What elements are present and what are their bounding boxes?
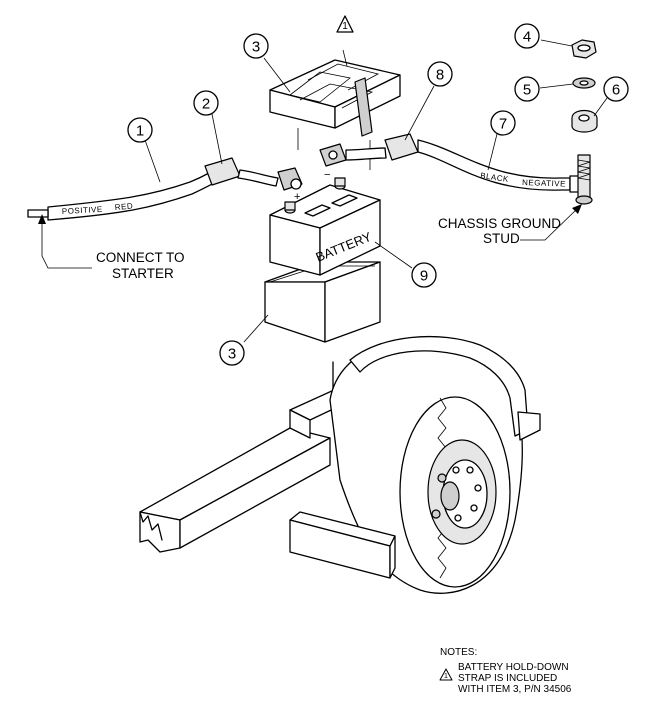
chassis-ground-label-line2: STUD [483, 231, 520, 246]
callout-8: 8 [427, 61, 453, 87]
black-cable-label: BLACK [480, 171, 510, 184]
callout-4: 4 [514, 23, 540, 49]
svg-text:1: 1 [342, 21, 348, 32]
callout-7: 7 [490, 110, 516, 136]
notes-line-2: STRAP IS INCLUDED [458, 673, 557, 684]
positive-cable-label: POSITIVE [62, 205, 103, 216]
connect-to-starter-callout: CONNECT TO STARTER [38, 214, 185, 281]
svg-text:1: 1 [136, 123, 144, 140]
callout-3-strap: 3 [243, 33, 269, 59]
svg-text:9: 9 [420, 268, 428, 285]
callout-1: 1 [127, 117, 153, 143]
battery-plus-sign: + [294, 191, 300, 203]
callout-3-box: 3 [219, 340, 245, 366]
callout-leaders [144, 39, 608, 343]
red-cable-label: RED [114, 201, 133, 212]
strap-note-triangle: 1 [336, 15, 354, 33]
notes-title: NOTES: [440, 647, 477, 658]
trailer-tire [329, 338, 523, 594]
svg-text:7: 7 [499, 116, 507, 133]
svg-text:3: 3 [252, 39, 260, 56]
battery [269, 177, 381, 276]
connect-to-label-line1: CONNECT TO [96, 250, 185, 265]
svg-text:6: 6 [612, 82, 620, 99]
hold-down-strap [269, 49, 401, 170]
svg-text:5: 5 [523, 82, 531, 99]
svg-text:3: 3 [228, 346, 236, 363]
notes-block: NOTES: 1 BATTERY HOLD-DOWN STRAP IS INCL… [439, 647, 572, 695]
notes-line-3: WITH ITEM 3, P/N 34506 [458, 684, 572, 695]
callout-5: 5 [514, 76, 540, 102]
positive-cable [27, 157, 303, 221]
notes-triangle-ref: 1 [444, 673, 448, 680]
ground-stud-hardware [571, 39, 598, 205]
frame-bracket [289, 511, 396, 579]
callout-6: 6 [603, 76, 629, 102]
battery-minus-sign: − [324, 169, 330, 181]
callout-2: 2 [193, 90, 219, 116]
notes-line-1: BATTERY HOLD-DOWN [458, 662, 569, 673]
connect-to-label-line2: STARTER [112, 266, 174, 281]
chassis-ground-callout: CHASSIS GROUND STUD [438, 204, 582, 246]
trailer-fender [349, 336, 541, 441]
svg-text:8: 8 [436, 67, 444, 84]
callout-9: 9 [411, 262, 437, 288]
negative-cable-label: NEGATIVE [522, 178, 566, 189]
svg-text:4: 4 [523, 29, 531, 46]
svg-text:2: 2 [202, 96, 210, 113]
chassis-ground-label-line1: CHASSIS GROUND [438, 216, 561, 231]
